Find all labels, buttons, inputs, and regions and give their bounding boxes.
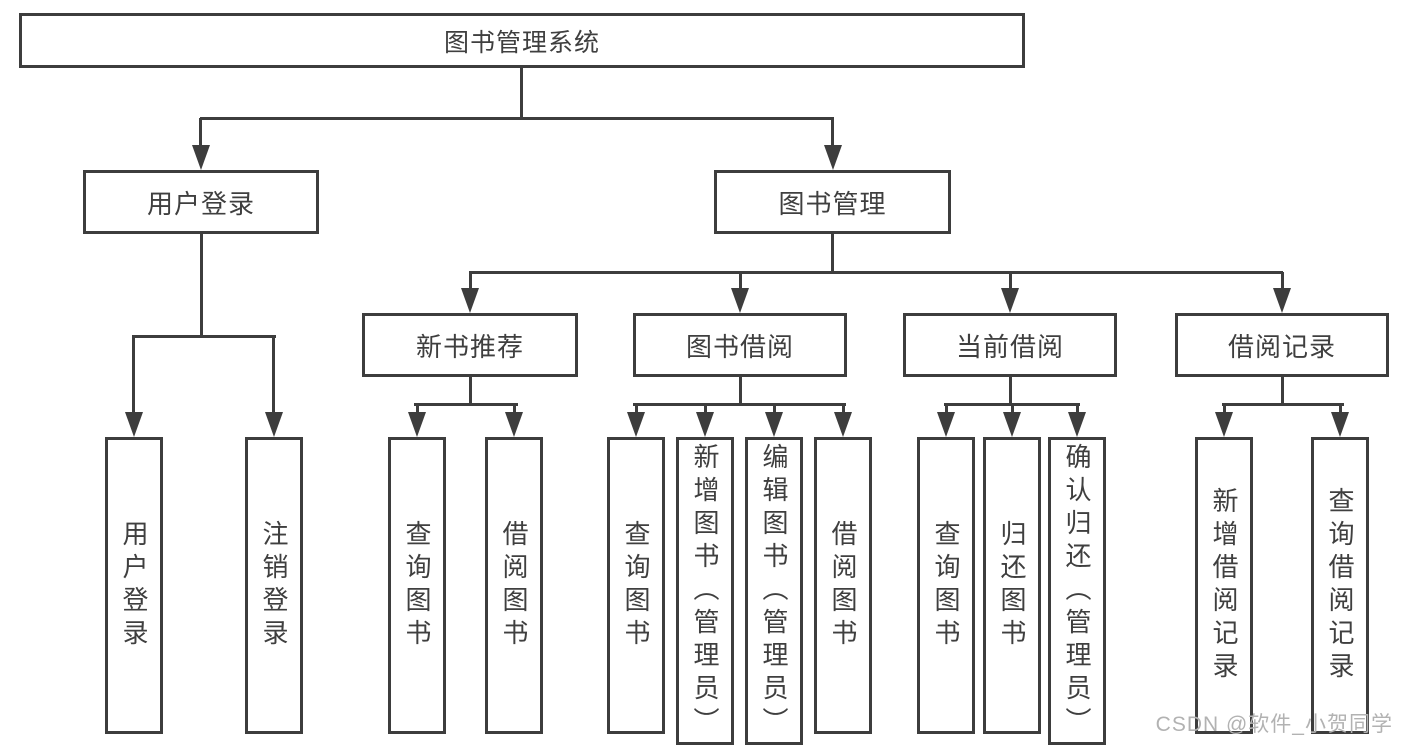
connector-line [272,336,275,414]
connector-line [200,117,834,120]
node-label: 查询图书 [402,519,432,652]
connector-line [831,234,834,273]
leaf-return-books: 归还图书 [983,437,1041,734]
connector-line [1223,404,1226,414]
leaf-user-login: 用户登录 [105,437,163,734]
leaf-borrow-books-borrowing: 借阅图书 [814,437,872,734]
connector-line [773,404,776,414]
connector-line [199,118,202,148]
arrow-down-icon [937,412,955,437]
arrow-down-icon [1003,412,1021,437]
node-book-management: 图书管理 [714,170,951,234]
node-label: 图书管理系统 [443,28,600,57]
node-label: 借阅记录 [1227,331,1336,362]
arrow-down-icon [627,412,645,437]
leaf-query-books-recommend: 查询图书 [388,437,446,734]
connector-line [1076,404,1079,414]
node-book-borrowing: 图书借阅 [633,313,847,377]
arrow-down-icon [1215,412,1233,437]
arrow-down-icon [834,412,852,437]
connector-line [739,377,742,406]
arrow-down-icon [505,412,523,437]
node-current-borrowing: 当前借阅 [903,313,1117,377]
arrow-down-icon [265,412,283,437]
leaf-add-borrowing-record: 新增借阅记录 [1195,437,1253,734]
connector-line [469,377,472,406]
leaf-query-books-current: 查询图书 [917,437,975,734]
arrow-down-icon [765,412,783,437]
connector-line [414,403,518,406]
connector-line [1222,403,1344,406]
arrow-down-icon [192,145,210,170]
node-label: 确认归还（管理员） [1062,442,1092,740]
leaf-borrow-books-recommend: 借阅图书 [485,437,543,734]
connector-line [704,404,707,414]
arrow-down-icon [408,412,426,437]
node-user-login: 用户登录 [83,170,319,234]
node-label: 新增借阅记录 [1209,486,1239,685]
node-label: 用户登录 [119,519,149,652]
connector-line [1009,377,1012,406]
node-label: 编辑图书（管理员） [759,442,789,740]
node-label: 图书管理 [778,188,887,219]
node-new-book-recommendation: 新书推荐 [362,313,578,377]
node-label: 当前借阅 [955,331,1064,362]
connector-line [635,404,638,414]
node-label: 新增图书（管理员） [690,442,720,740]
connector-line [1009,272,1012,290]
connector-line [842,404,845,414]
connector-line [1281,272,1284,290]
connector-line [469,271,1283,274]
connector-line [416,404,419,414]
node-label: 新书推荐 [415,331,524,362]
connector-line [1011,404,1014,414]
connector-line [132,335,276,338]
leaf-query-books-borrowing: 查询图书 [607,437,665,734]
node-book-management-system: 图书管理系统 [19,13,1025,68]
node-label: 注销登录 [259,519,289,652]
node-label: 查询图书 [931,519,961,652]
node-label: 查询图书 [621,519,651,652]
connector-line [1281,377,1284,406]
connector-line [520,68,523,120]
connector-line [945,404,948,414]
node-label: 借阅图书 [828,519,858,652]
leaf-edit-books-admin: 编辑图书（管理员） [745,437,803,745]
connector-line [1339,404,1342,414]
leaf-add-books-admin: 新增图书（管理员） [676,437,734,745]
leaf-logout-login: 注销登录 [245,437,303,734]
node-label: 借阅图书 [499,519,529,652]
connector-line [469,272,472,290]
node-label: 查询借阅记录 [1325,486,1355,685]
arrow-down-icon [731,288,749,313]
watermark: CSDN @软件_小贺同学 [1155,713,1393,736]
arrow-down-icon [461,288,479,313]
leaf-query-borrowing-record: 查询借阅记录 [1311,437,1369,734]
connector-line [633,403,846,406]
node-label: 图书借阅 [685,331,794,362]
connector-line [132,336,135,414]
node-label: 归还图书 [997,519,1027,652]
arrow-down-icon [824,145,842,170]
connector-line [513,404,516,414]
arrow-down-icon [696,412,714,437]
connector-line [739,272,742,290]
arrow-down-icon [1001,288,1019,313]
connector-line [200,234,203,337]
node-label: 用户登录 [146,188,255,219]
arrow-down-icon [1273,288,1291,313]
leaf-confirm-return-admin: 确认归还（管理员） [1048,437,1106,745]
node-borrowing-records: 借阅记录 [1175,313,1389,377]
arrow-down-icon [1068,412,1086,437]
arrow-down-icon [1331,412,1349,437]
connector-line [831,118,834,148]
arrow-down-icon [125,412,143,437]
